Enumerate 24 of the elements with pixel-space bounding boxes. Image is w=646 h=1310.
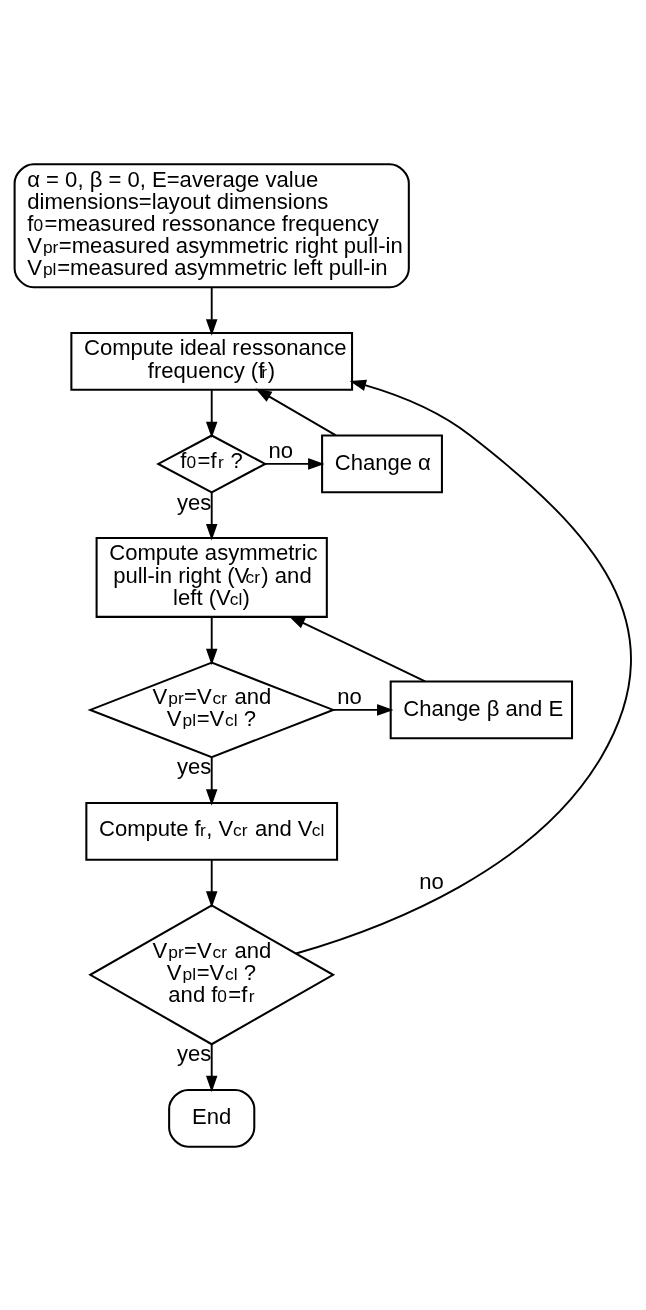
edge-label: no [268, 437, 294, 463]
node-box: End [168, 1088, 256, 1148]
arrow [205, 1043, 218, 1092]
node-box: α = 0, β = 0, E=average value dimensions=layout dimensions f0=measured ressonance frequency Vpr=measured asymmetric right pull-in Vpl=measured asymmetric left pull-in [13, 162, 410, 288]
node-box: Compute ideal ressonance frequency (fr) [70, 331, 354, 391]
arrow [205, 285, 218, 336]
arrow [205, 388, 218, 438]
node-box: Compute fr, Vcr and Vcl [85, 801, 339, 861]
node-diamond: Vpr=Vcr and Vpl=Vcl ? [87, 661, 336, 758]
node-box: Change β and E [389, 680, 574, 739]
arrow [205, 858, 218, 908]
node-box: Change α [321, 434, 443, 493]
edge-label: no [337, 683, 362, 709]
arrow [205, 491, 218, 540]
node-diamond: f0=fr ? [156, 433, 268, 493]
node-diamond: Vpr=Vcr and Vpl=Vcl ? and f0=fr [88, 903, 336, 1045]
edge-label: no [419, 868, 444, 894]
arrow [255, 387, 337, 436]
arrow [264, 457, 325, 470]
arrow [205, 615, 218, 665]
arrow [332, 703, 394, 716]
arrow [205, 756, 218, 806]
arrow [295, 379, 632, 954]
arrow [288, 615, 427, 682]
